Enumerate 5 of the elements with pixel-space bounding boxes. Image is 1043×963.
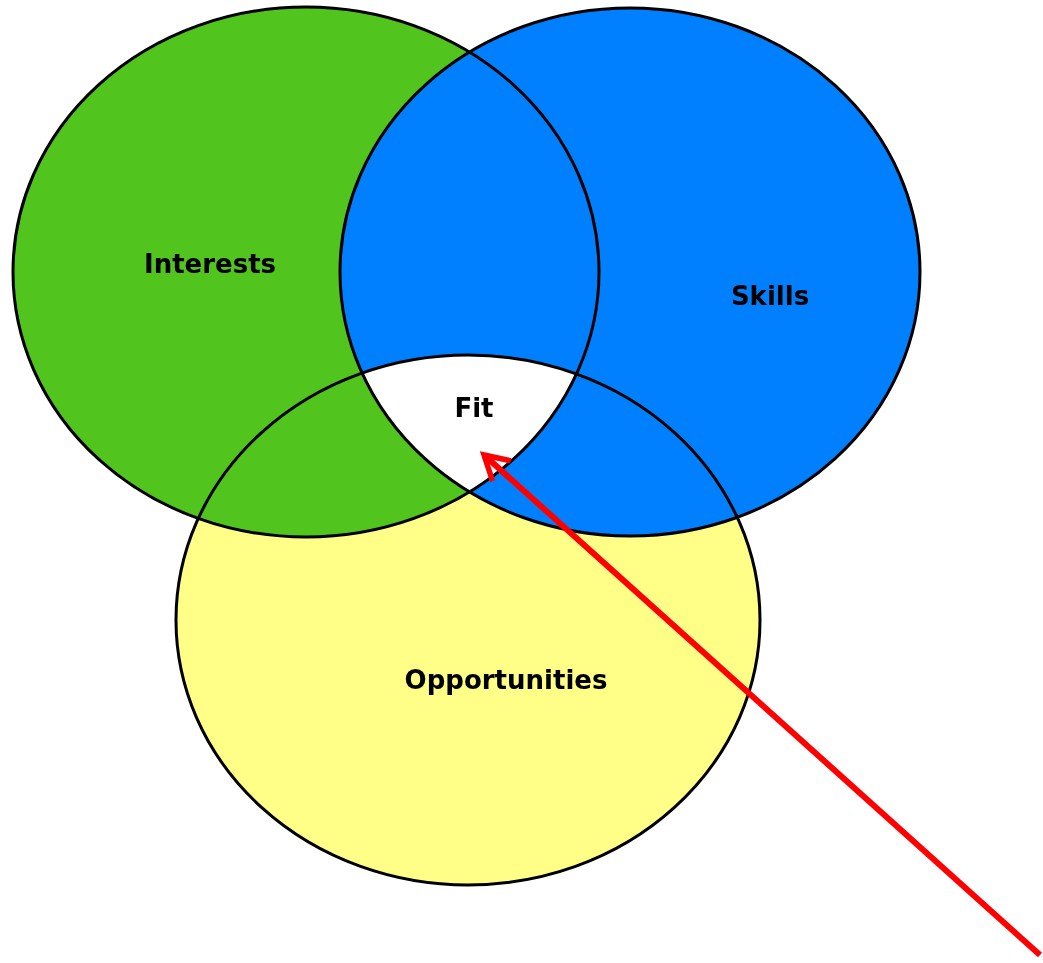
region-label: Interests: [143, 249, 277, 279]
arrow: [481, 452, 1042, 958]
region-label: Opportunities: [404, 665, 608, 695]
region-label: Fit: [454, 393, 494, 423]
region-label: Skills: [730, 281, 810, 311]
